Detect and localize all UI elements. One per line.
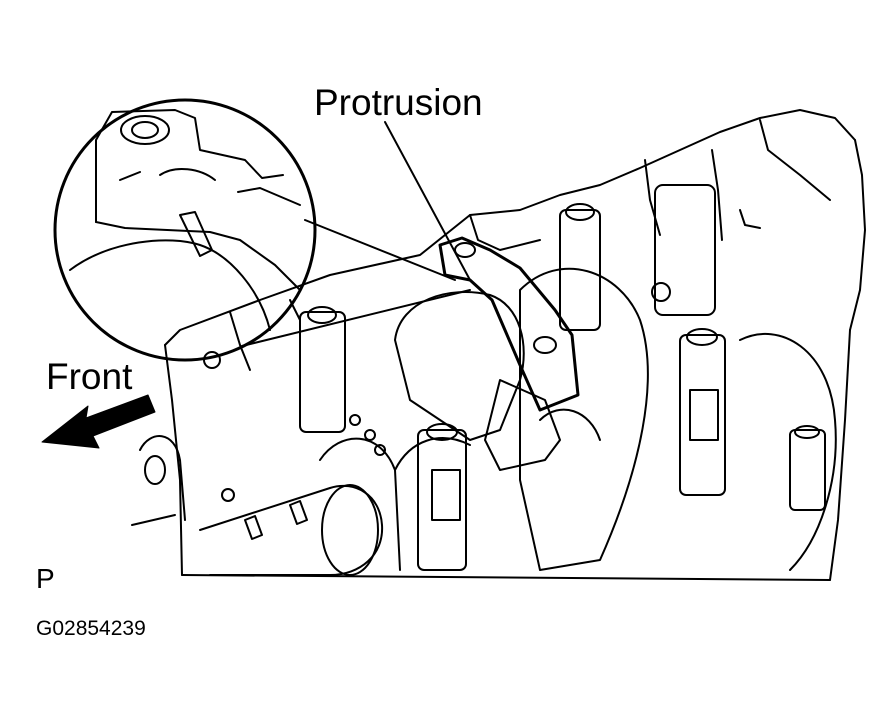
bearing-caps (299, 184, 826, 571)
crankshaft-front-end (131, 435, 384, 576)
protrusion-leader-line (384, 121, 471, 281)
protrusion-label: Protrusion (314, 82, 483, 123)
corner-mark-label: P (36, 563, 55, 594)
block-side-details (203, 209, 761, 502)
magnified-callout (53, 98, 471, 362)
crank-throws (319, 267, 837, 571)
figure-code-label: G02854239 (36, 617, 146, 640)
front-arrow-icon (41, 394, 156, 449)
front-label: Front (46, 356, 133, 397)
connecting-rod-cap (438, 236, 580, 471)
engine-block-outline (164, 109, 866, 581)
